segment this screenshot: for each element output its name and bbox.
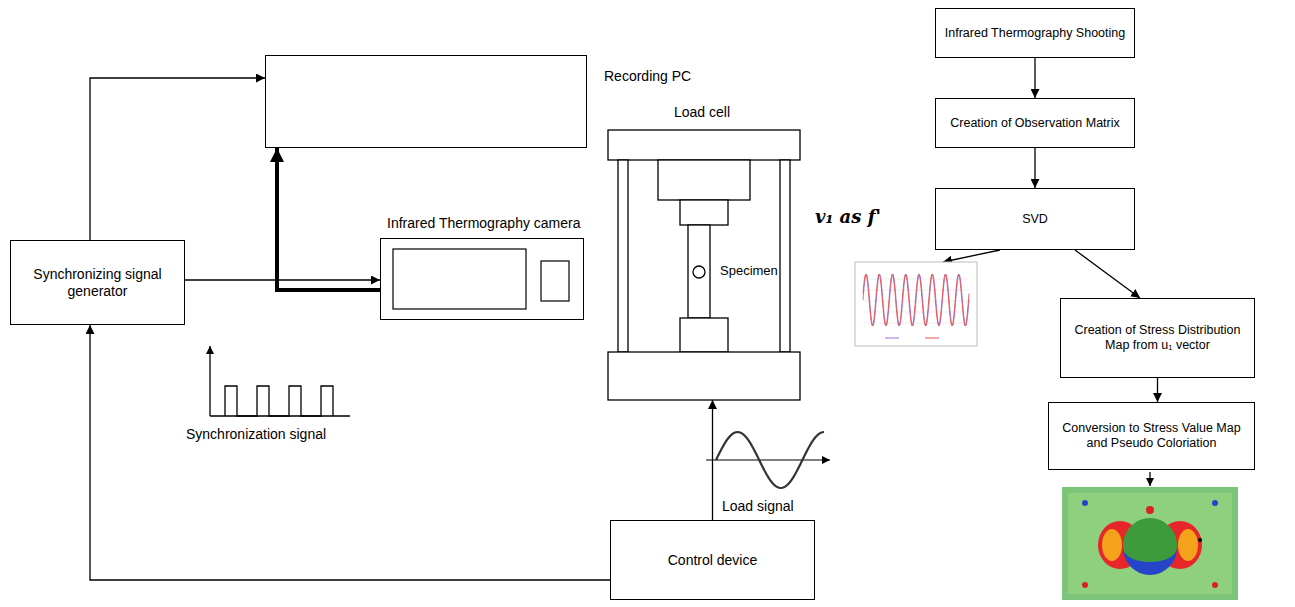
- camera-box: Infrared Thermography camera: [380, 238, 584, 320]
- signal-arrow: [90, 325, 610, 580]
- signal-arrow: [1034, 148, 1035, 188]
- signal-arrow: [712, 400, 713, 520]
- chart-drawing: [855, 262, 977, 346]
- signal-arrow: [1075, 250, 1140, 298]
- node-label: Creation of Observation Matrix: [950, 116, 1120, 131]
- node-heading: Infrared Thermography camera: [387, 215, 581, 232]
- node-label: Conversion to Stress Value Map and Pseud…: [1057, 421, 1246, 451]
- computer-box: Recording PC: [265, 55, 587, 148]
- node-label: Synchronizing signal generator: [19, 266, 176, 300]
- camera-drawing: [381, 239, 541, 321]
- signal-label: Synchronization signal: [186, 426, 326, 442]
- signal-arrow: [185, 279, 380, 280]
- process-box: Creation of Observation Matrix: [935, 98, 1135, 148]
- signal-arrow: [943, 250, 1000, 262]
- node-heading: v₁ as f': [815, 206, 881, 228]
- signal-arrow: [90, 78, 265, 240]
- process-box: Creation of Stress Distribution Map from…: [1060, 298, 1255, 378]
- control-box: Control device: [610, 520, 815, 600]
- node-heading: Specimen: [720, 263, 778, 279]
- stress-map-image: [1062, 472, 1238, 600]
- sync-waveform: [210, 346, 350, 416]
- load-frame: Load cellSpecimen: [608, 130, 800, 400]
- generator-box: Synchronizing signal generator: [10, 240, 185, 325]
- signal-arrow: [1157, 378, 1158, 402]
- node-heading: Load cell: [674, 104, 730, 121]
- process-box: Conversion to Stress Value Map and Pseud…: [1048, 402, 1255, 470]
- process-box: Infrared Thermography Shooting: [935, 8, 1135, 58]
- node-heading: Recording PC: [604, 68, 691, 85]
- node-label: Infrared Thermography Shooting: [945, 26, 1125, 41]
- process-box: SVD: [935, 188, 1135, 250]
- video-data-link: [277, 148, 380, 290]
- signal-label: Load signal: [722, 498, 794, 514]
- node-label: Control device: [668, 552, 758, 569]
- signal-chart: v₁ as f': [855, 262, 977, 346]
- node-label: SVD: [1022, 212, 1048, 227]
- node-label: Creation of Stress Distribution Map from…: [1069, 323, 1246, 353]
- load-waveform: [706, 432, 830, 488]
- signal-arrow: [1034, 58, 1035, 98]
